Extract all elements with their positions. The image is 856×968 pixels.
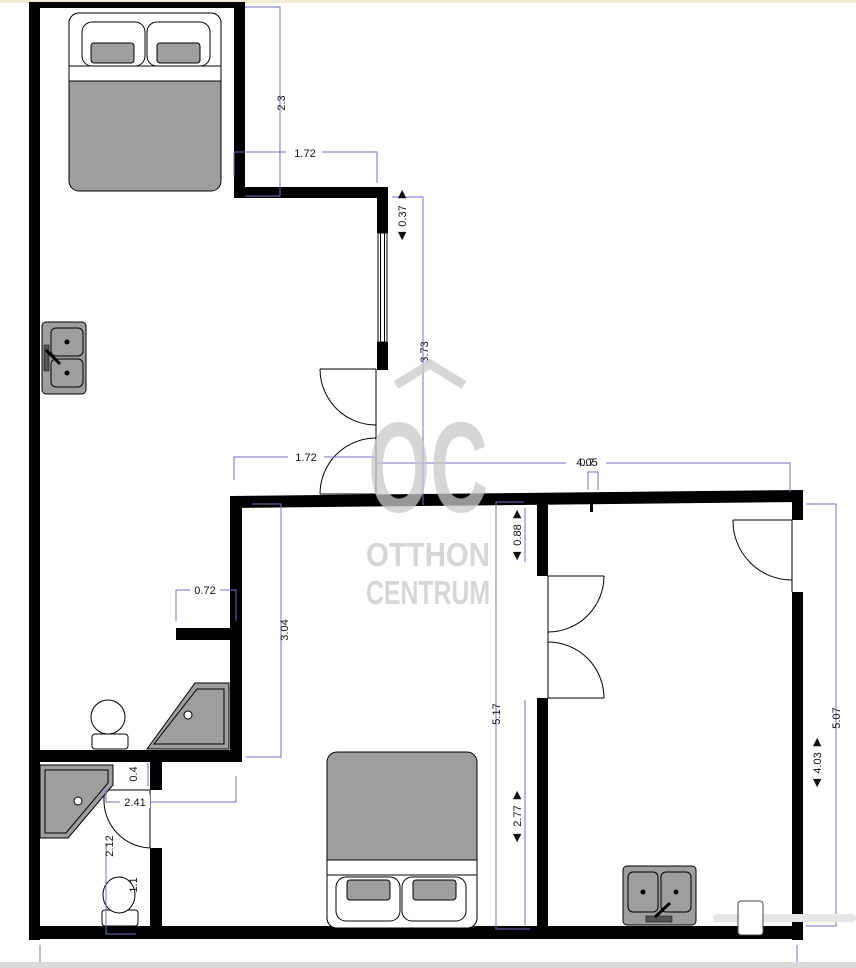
dim-5-07: 5.07 [831, 707, 843, 728]
watermark-line2: CENTRUM [366, 574, 490, 611]
double-door-entry [319, 368, 377, 495]
dim-3-04: 3.04 [279, 619, 291, 640]
wall-corridor-stub [176, 628, 238, 640]
dim-2-3: 2.3 [276, 95, 288, 110]
dim-1-72-top: 1.72 [294, 148, 315, 160]
wall-north [29, 2, 245, 8]
bed-upper [68, 12, 222, 192]
wall-bath-horizontal [29, 750, 242, 762]
sink-left [41, 321, 87, 395]
dim-3-73: 3.73 [419, 341, 431, 362]
dim-2-77: 2.77 [512, 805, 524, 826]
wall-bath-vertical [230, 496, 242, 762]
svg-text:▶: ▶ [396, 189, 408, 198]
dim-1-1: 1.1 [128, 877, 140, 892]
dim-0-88: 0.88 [512, 524, 524, 545]
scroll-slider[interactable] [713, 900, 856, 936]
svg-text:▶: ▶ [511, 790, 523, 799]
dimension-labels: 2.3 1.72 0.37 ◀ ▶ 3.73 1.72 4.05 0.7 0.7… [104, 95, 843, 892]
dim-5-17: 5.17 [491, 703, 503, 724]
double-door-divider [547, 575, 605, 699]
dim-4-05: 4.05 [576, 457, 597, 469]
svg-text:▶: ▶ [811, 737, 823, 746]
wall-west [29, 2, 40, 940]
wall-south [29, 926, 803, 939]
window [377, 232, 388, 343]
wall-window-lower [377, 342, 388, 370]
svg-text:▶: ▶ [511, 509, 523, 518]
dim-0-37: 0.37 [397, 205, 409, 226]
slider-handle[interactable] [737, 900, 764, 936]
wall-divider-bottom [537, 698, 548, 938]
svg-text:◀: ◀ [811, 778, 823, 787]
dimension-lines [39, 6, 837, 966]
wall-east-top [792, 494, 803, 520]
toilet-lower [101, 876, 139, 927]
toilet-upper [90, 699, 129, 750]
svg-text:◀: ◀ [511, 551, 523, 560]
wall-step [234, 187, 388, 198]
watermark-line1: OTTHON [366, 536, 490, 573]
watermark-logo: OC [368, 397, 488, 540]
dim-1-72-mid: 1.72 [295, 452, 316, 464]
bed-lower [326, 751, 478, 929]
dim-0-72: 0.72 [194, 585, 215, 597]
svg-text:◀: ◀ [511, 833, 523, 842]
dim-0-7: 0.7 [579, 457, 594, 469]
shower-upper [146, 682, 230, 750]
sink-right [622, 865, 697, 926]
wall-east-bottom [792, 592, 803, 940]
dim-2-41: 2.41 [124, 797, 145, 809]
dim-2-12: 2.12 [104, 835, 116, 856]
walls [29, 2, 803, 940]
shower-lower [39, 764, 114, 839]
wall-middle [230, 490, 803, 508]
door-right-room [732, 519, 793, 592]
svg-text:◀: ◀ [396, 231, 408, 240]
slider-track[interactable] [713, 914, 856, 922]
wall-window-upper [377, 187, 388, 233]
doors [103, 368, 793, 849]
dim-0-4: 0.4 [128, 766, 140, 781]
wall-stub-a [150, 760, 162, 790]
wall-upper-east [234, 2, 245, 198]
dim-4-03: 4.03 [812, 752, 824, 773]
wall-stub-b [150, 848, 162, 938]
wall-divider-top [537, 500, 548, 576]
watermark: OC OTTHON CENTRUM [366, 358, 490, 611]
